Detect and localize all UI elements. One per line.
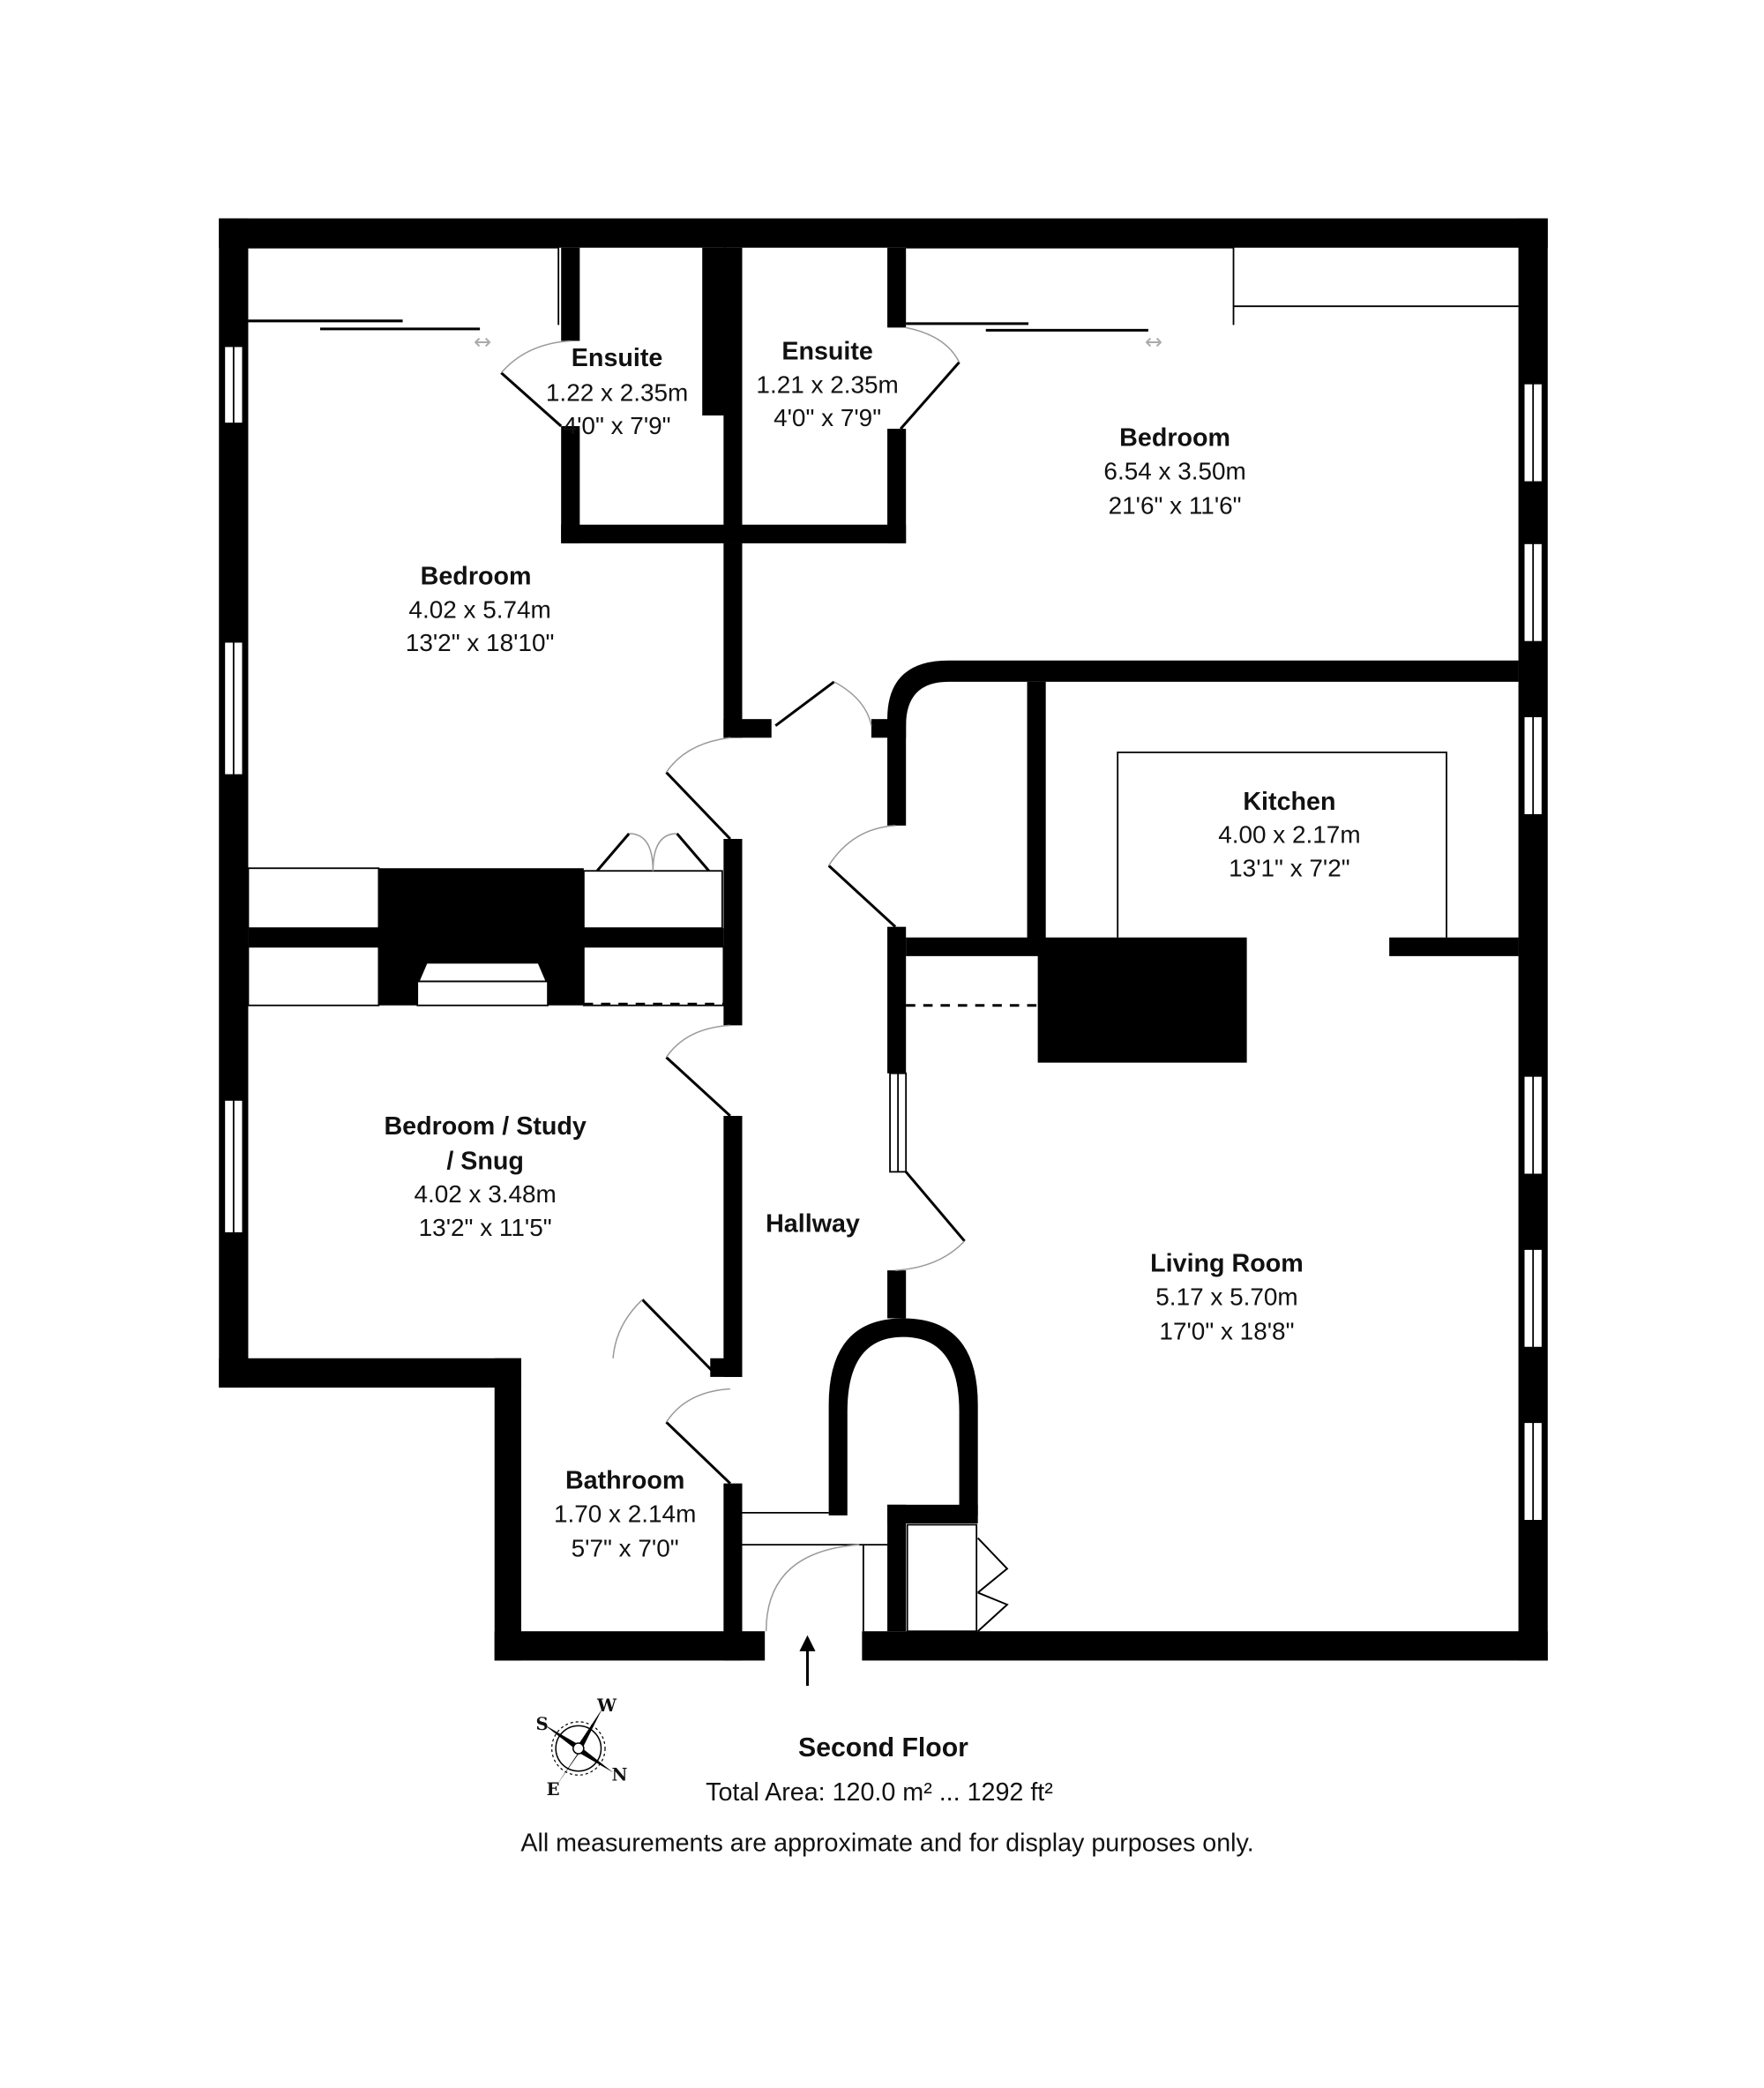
room-label-bedroom-west: Bedroom 4.02 x 5.74m 13'2" x 18'10" [406,563,555,656]
svg-text:4'0" x 7'9": 4'0" x 7'9" [564,412,671,439]
room-label-bedroom-east: Bedroom 6.54 x 3.50m 21'6" x 11'6" [1103,424,1245,520]
svg-text:4.02 x 5.74m: 4.02 x 5.74m [408,595,550,623]
svg-text:Bedroom: Bedroom [1119,424,1230,453]
svg-text:Ensuite: Ensuite [572,344,663,372]
svg-text:Kitchen: Kitchen [1243,788,1335,816]
svg-text:17'0" x 18'8": 17'0" x 18'8" [1159,1318,1294,1345]
svg-text:1.70 x 2.14m: 1.70 x 2.14m [554,1500,696,1527]
svg-text:1.22 x 2.35m: 1.22 x 2.35m [546,378,688,406]
interior-walls [248,247,1519,1661]
svg-text:E: E [547,1779,560,1800]
room-label-kitchen: Kitchen 4.00 x 2.17m 13'1" x 7'2" [1218,788,1360,881]
svg-text:Bedroom / Study: Bedroom / Study [384,1112,586,1141]
room-label-ensuite-1: Ensuite 1.22 x 2.35m 4'0" x 7'9" [546,344,688,439]
svg-text:5'7" x 7'0": 5'7" x 7'0" [572,1535,679,1562]
svg-text:4.02 x 3.48m: 4.02 x 3.48m [414,1180,556,1208]
room-label-study: Bedroom / Study / Snug 4.02 x 3.48m 13'2… [384,1112,586,1241]
svg-text:21'6" x 11'6": 21'6" x 11'6" [1109,492,1242,520]
svg-text:6.54 x 3.50m: 6.54 x 3.50m [1103,457,1245,484]
floor-name: Second Floor [798,1733,968,1762]
room-label-ensuite-2: Ensuite 1.21 x 2.35m 4'0" x 7'9" [756,338,898,431]
svg-text:Hallway: Hallway [766,1209,860,1238]
svg-text:N: N [612,1764,628,1785]
arrow-up-icon [799,1635,816,1687]
svg-text:Bathroom: Bathroom [565,1467,684,1495]
fixtures [247,246,1519,1633]
room-label-bathroom: Bathroom 1.70 x 2.14m 5'7" x 7'0" [554,1467,696,1562]
svg-text:5.17 x 5.70m: 5.17 x 5.70m [1155,1283,1297,1310]
svg-text:/ Snug: / Snug [446,1147,524,1175]
compass-rose-icon: S W N E [536,1695,628,1800]
total-area: Total Area: 120.0 m² ... 1292 ft² [706,1778,1053,1807]
svg-text:4'0" x 7'9": 4'0" x 7'9" [774,404,881,431]
svg-text:W: W [596,1695,617,1716]
svg-text:1.21 x 2.35m: 1.21 x 2.35m [756,370,898,398]
sliding-door-icon: ↔ [1145,330,1162,355]
svg-text:13'2" x 11'5": 13'2" x 11'5" [419,1214,552,1241]
svg-text:13'1" x 7'2": 13'1" x 7'2" [1229,854,1350,881]
svg-text:Living Room: Living Room [1150,1250,1304,1278]
room-label-living-room: Living Room 5.17 x 5.70m 17'0" x 18'8" [1150,1250,1304,1345]
room-label-hallway: Hallway [766,1209,860,1238]
svg-text:13'2" x 18'10": 13'2" x 18'10" [406,629,555,656]
svg-text:Bedroom: Bedroom [421,563,532,591]
windows [223,345,1544,1522]
svg-text:4.00 x 2.17m: 4.00 x 2.17m [1218,821,1360,849]
disclaimer: All measurements are approximate and for… [520,1829,1253,1857]
sliding-door-icon: ↔ [474,330,491,355]
svg-text:Ensuite: Ensuite [781,338,873,366]
svg-text:S: S [536,1714,549,1734]
doors: ↔ ↔ [474,326,1162,1632]
